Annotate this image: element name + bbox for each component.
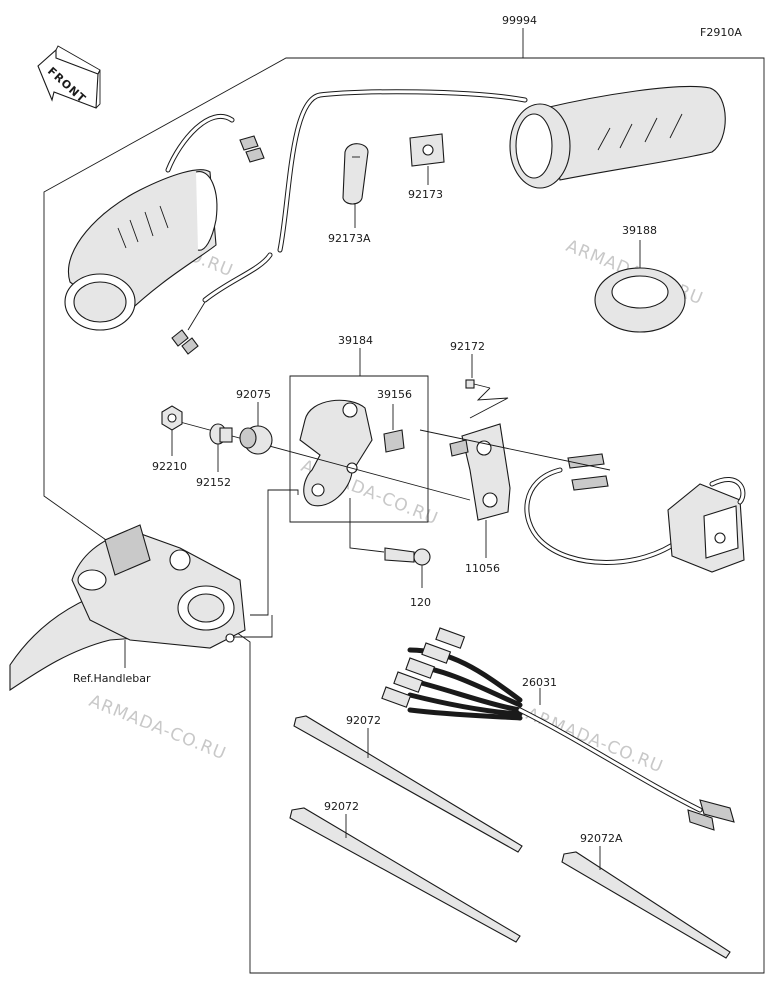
label-92152: 92152 <box>196 476 231 489</box>
label-92072-b: 92072 <box>324 800 359 813</box>
label-39184: 39184 <box>338 334 373 347</box>
cable-tie-2: 92072 <box>289 800 521 943</box>
label-92210: 92210 <box>152 460 187 473</box>
part-92152: 92152 <box>196 423 233 489</box>
part-92173: 92173 <box>408 133 445 201</box>
label-ref-handlebar: Ref.Handlebar <box>73 672 151 685</box>
part-11056: 11056 <box>449 423 511 575</box>
label-92072-a: 92072 <box>346 714 381 727</box>
part-92173A: 92173A <box>328 143 371 245</box>
label-92075: 92075 <box>236 388 271 401</box>
figure-code: F2910A <box>700 26 742 39</box>
label-39156: 39156 <box>377 388 412 401</box>
part-92075: 92075 <box>236 388 273 455</box>
part-39184: 39156 <box>299 388 412 507</box>
part-26031: 26031 <box>381 627 735 831</box>
label-92173A: 92173A <box>328 232 371 245</box>
cable-tie-3: 92072A <box>561 832 731 959</box>
label-39188: 39188 <box>622 224 657 237</box>
label-92072A: 92072A <box>580 832 623 845</box>
left-grip <box>64 113 273 355</box>
label-26031: 26031 <box>522 676 557 689</box>
label-120: 120 <box>410 596 431 609</box>
cable-tie-1: 92072 <box>293 714 523 853</box>
heater-controller <box>524 453 746 573</box>
watermark-5: ARMADA-CO.RU <box>523 704 666 777</box>
part-92172: 92172 <box>450 340 509 419</box>
label-92173: 92173 <box>408 188 443 201</box>
assembly-frame <box>43 57 765 974</box>
part-120: 120 <box>349 498 431 609</box>
front-arrow: FRONT <box>37 45 101 109</box>
label-92172: 92172 <box>450 340 485 353</box>
handlebar-clamp: Ref.Handlebar <box>9 524 273 692</box>
part-92210: 92210 <box>152 405 187 473</box>
label-99994: 99994 <box>502 14 537 27</box>
watermark-4: ARMADA-CO.RU <box>86 691 229 764</box>
part-39188: 39188 <box>594 224 686 333</box>
label-11056: 11056 <box>465 562 500 575</box>
right-grip <box>509 85 726 189</box>
